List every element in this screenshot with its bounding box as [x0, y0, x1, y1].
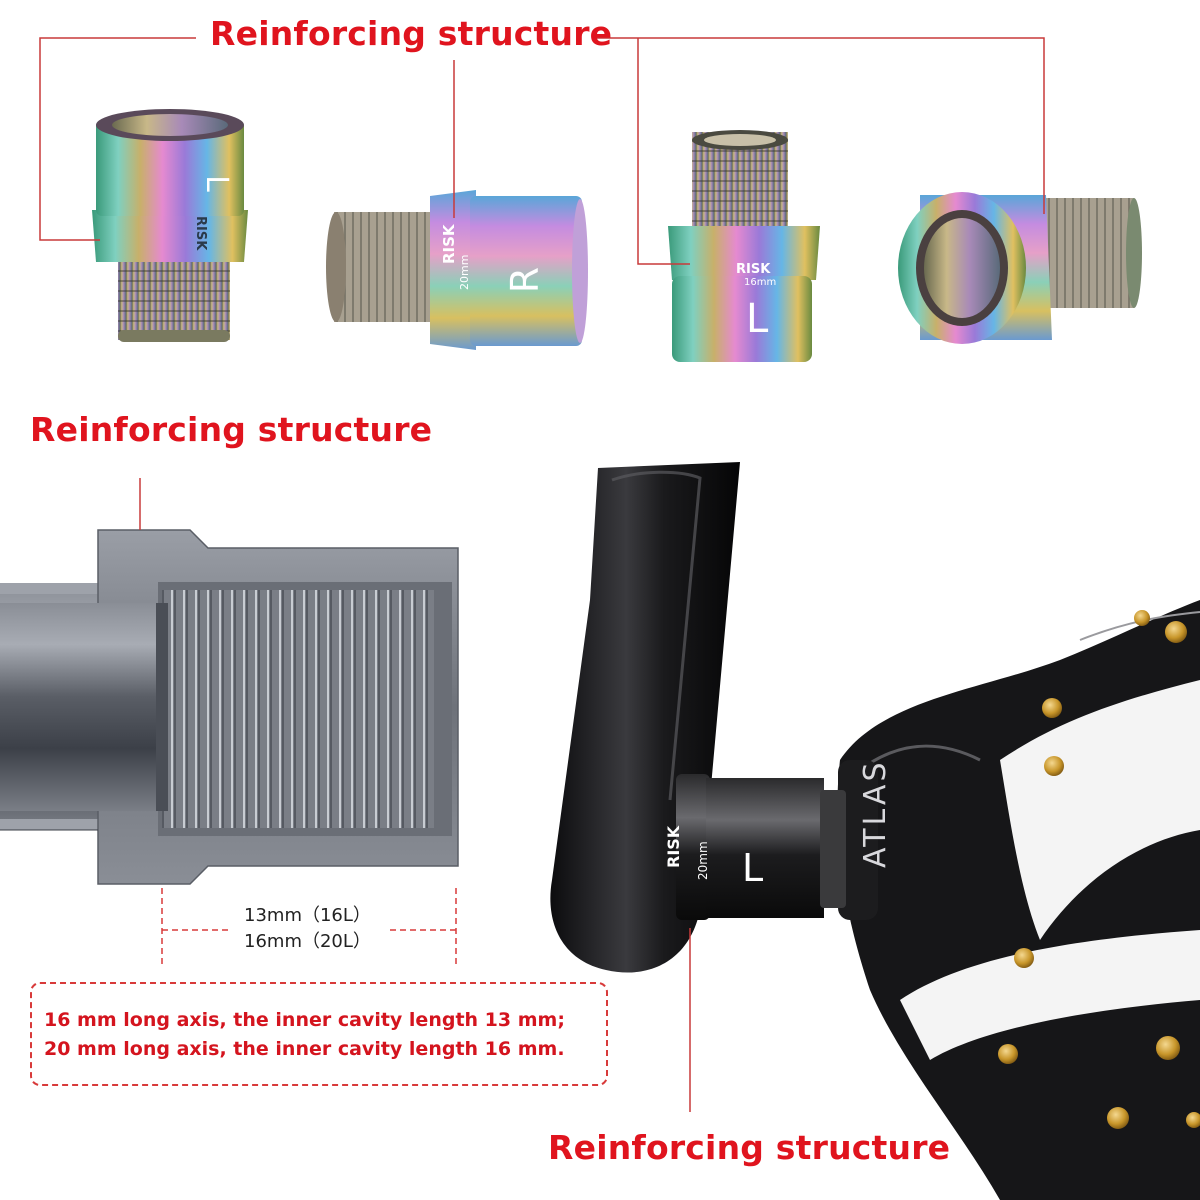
extender-2	[326, 190, 588, 350]
note-line-1: 16 mm long axis, the inner cavity length…	[44, 1009, 565, 1031]
engraving-left-mark-1: L	[198, 175, 234, 192]
engraving-left-mark-3: L	[746, 296, 769, 342]
engraving-pedal-brand: ATLAS	[858, 759, 893, 869]
dimension-line-1: 13mm（16L）	[244, 905, 371, 926]
extender-3	[668, 130, 820, 362]
top-leader-lines	[39, 37, 1045, 265]
engraving-brand-pedal: RISK	[664, 825, 683, 868]
extender-4	[898, 192, 1142, 344]
dimension-line-2: 16mm（20L）	[244, 931, 371, 952]
engraving-brand-3: RISK	[736, 262, 771, 277]
extender-1	[92, 109, 248, 342]
top-title: Reinforcing structure	[210, 14, 613, 53]
note-box	[30, 982, 608, 1086]
cross-section-drawing	[0, 529, 459, 885]
mid-title: Reinforcing structure	[30, 410, 433, 449]
engraving-brand-2: RISK	[440, 224, 458, 264]
bottom-title: Reinforcing structure	[548, 1128, 951, 1167]
engraving-size-3: 16mm	[744, 277, 777, 288]
engraving-right-mark: R	[503, 266, 548, 294]
engraving-size-2: 20mm	[458, 254, 471, 290]
engraving-left-mark-pedal: L	[742, 846, 764, 890]
engraving-brand-1: RISK	[193, 216, 208, 251]
engraving-size-pedal: 20mm	[696, 841, 710, 880]
crank-and-pedal	[550, 462, 1200, 1200]
dimension-markers	[161, 888, 457, 964]
note-line-2: 20 mm long axis, the inner cavity length…	[44, 1038, 565, 1060]
